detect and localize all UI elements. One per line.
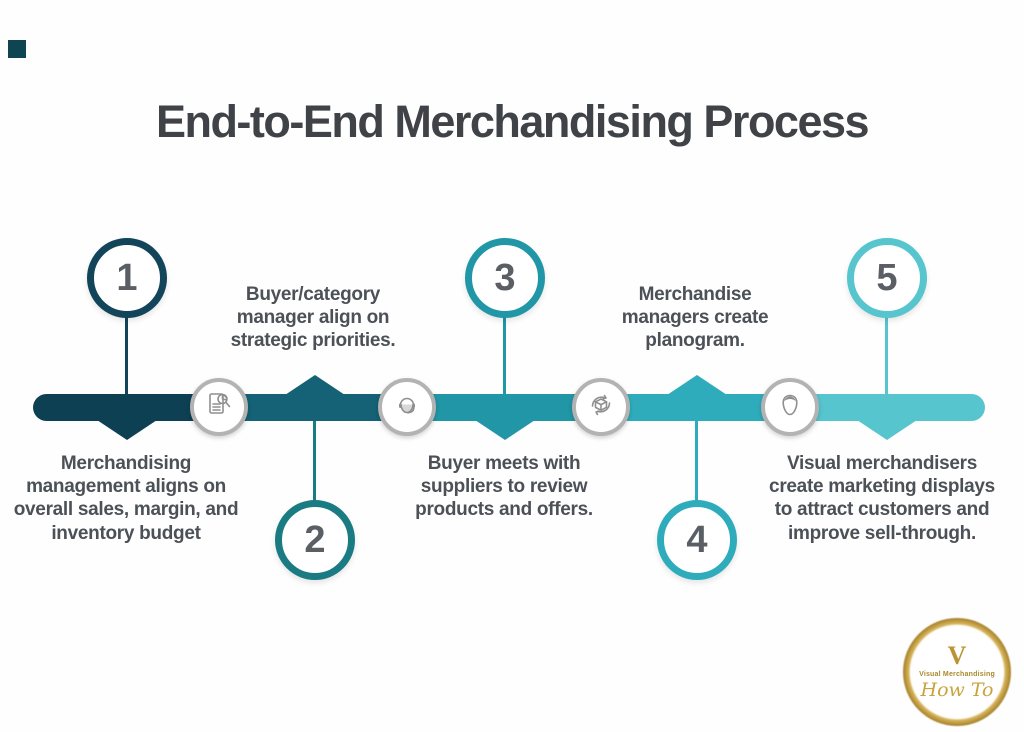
- step-3-description: Buyer meets with suppliers to review pro…: [415, 453, 593, 521]
- step-3-arrow-down: [475, 420, 535, 440]
- page-title: End-to-End Merchandising Process: [155, 96, 870, 147]
- report-analysis-icon: [203, 389, 235, 426]
- step-2-description: Buyer/category manager align on strategi…: [230, 284, 396, 352]
- mannequin-head-icon: [774, 389, 806, 426]
- logo-v-monogram: V: [947, 641, 967, 670]
- timeline-segment-4: [601, 394, 790, 421]
- step-2-arrow-up: [285, 375, 345, 395]
- step-4-number: 4: [686, 518, 708, 561]
- product-cycle-icon: [585, 389, 617, 426]
- step-5-arrow-down: [857, 420, 917, 440]
- brand-logo: V Visual Merchandising How To: [903, 618, 1011, 726]
- corner-mark: [8, 40, 26, 58]
- logo-brand-name: Visual Merchandising: [919, 671, 995, 678]
- step-5-connector-line: [885, 314, 888, 394]
- step-4-arrow-up: [667, 375, 727, 395]
- step-1-number: 1: [116, 256, 138, 299]
- step-1-arrow-down: [97, 420, 157, 440]
- step-2-number: 2: [304, 518, 326, 561]
- step-4-connector-line: [695, 421, 698, 502]
- step-1-number-circle: 1: [87, 238, 167, 318]
- icon-circle-3: [572, 378, 630, 436]
- timeline-segment-1: [33, 394, 219, 421]
- step-1-connector-line: [125, 314, 128, 394]
- logo-inner: V Visual Merchandising How To: [913, 628, 1001, 716]
- logo-howto-script: How To: [920, 679, 994, 701]
- step-5-number: 5: [876, 256, 898, 299]
- icon-circle-2: [378, 378, 436, 436]
- timeline-segment-2: [219, 394, 407, 421]
- step-5-number-circle: 5: [847, 238, 927, 318]
- icon-circle-1: [190, 378, 248, 436]
- step-3-number: 3: [494, 256, 516, 299]
- step-2-number-circle: 2: [275, 500, 355, 580]
- step-1-description: Merchandising management aligns on overa…: [13, 453, 239, 544]
- timeline-segment-3: [407, 394, 601, 421]
- timeline-segment-5: [790, 394, 985, 421]
- step-4-description: Merchandise managers create planogram.: [621, 284, 769, 352]
- icon-circle-4: [761, 378, 819, 436]
- step-5-description: Visual merchandisers create marketing di…: [769, 453, 995, 544]
- step-3-connector-line: [503, 314, 506, 394]
- support-agent-icon: [391, 389, 423, 426]
- step-4-number-circle: 4: [657, 500, 737, 580]
- step-3-number-circle: 3: [465, 238, 545, 318]
- step-2-connector-line: [313, 421, 316, 502]
